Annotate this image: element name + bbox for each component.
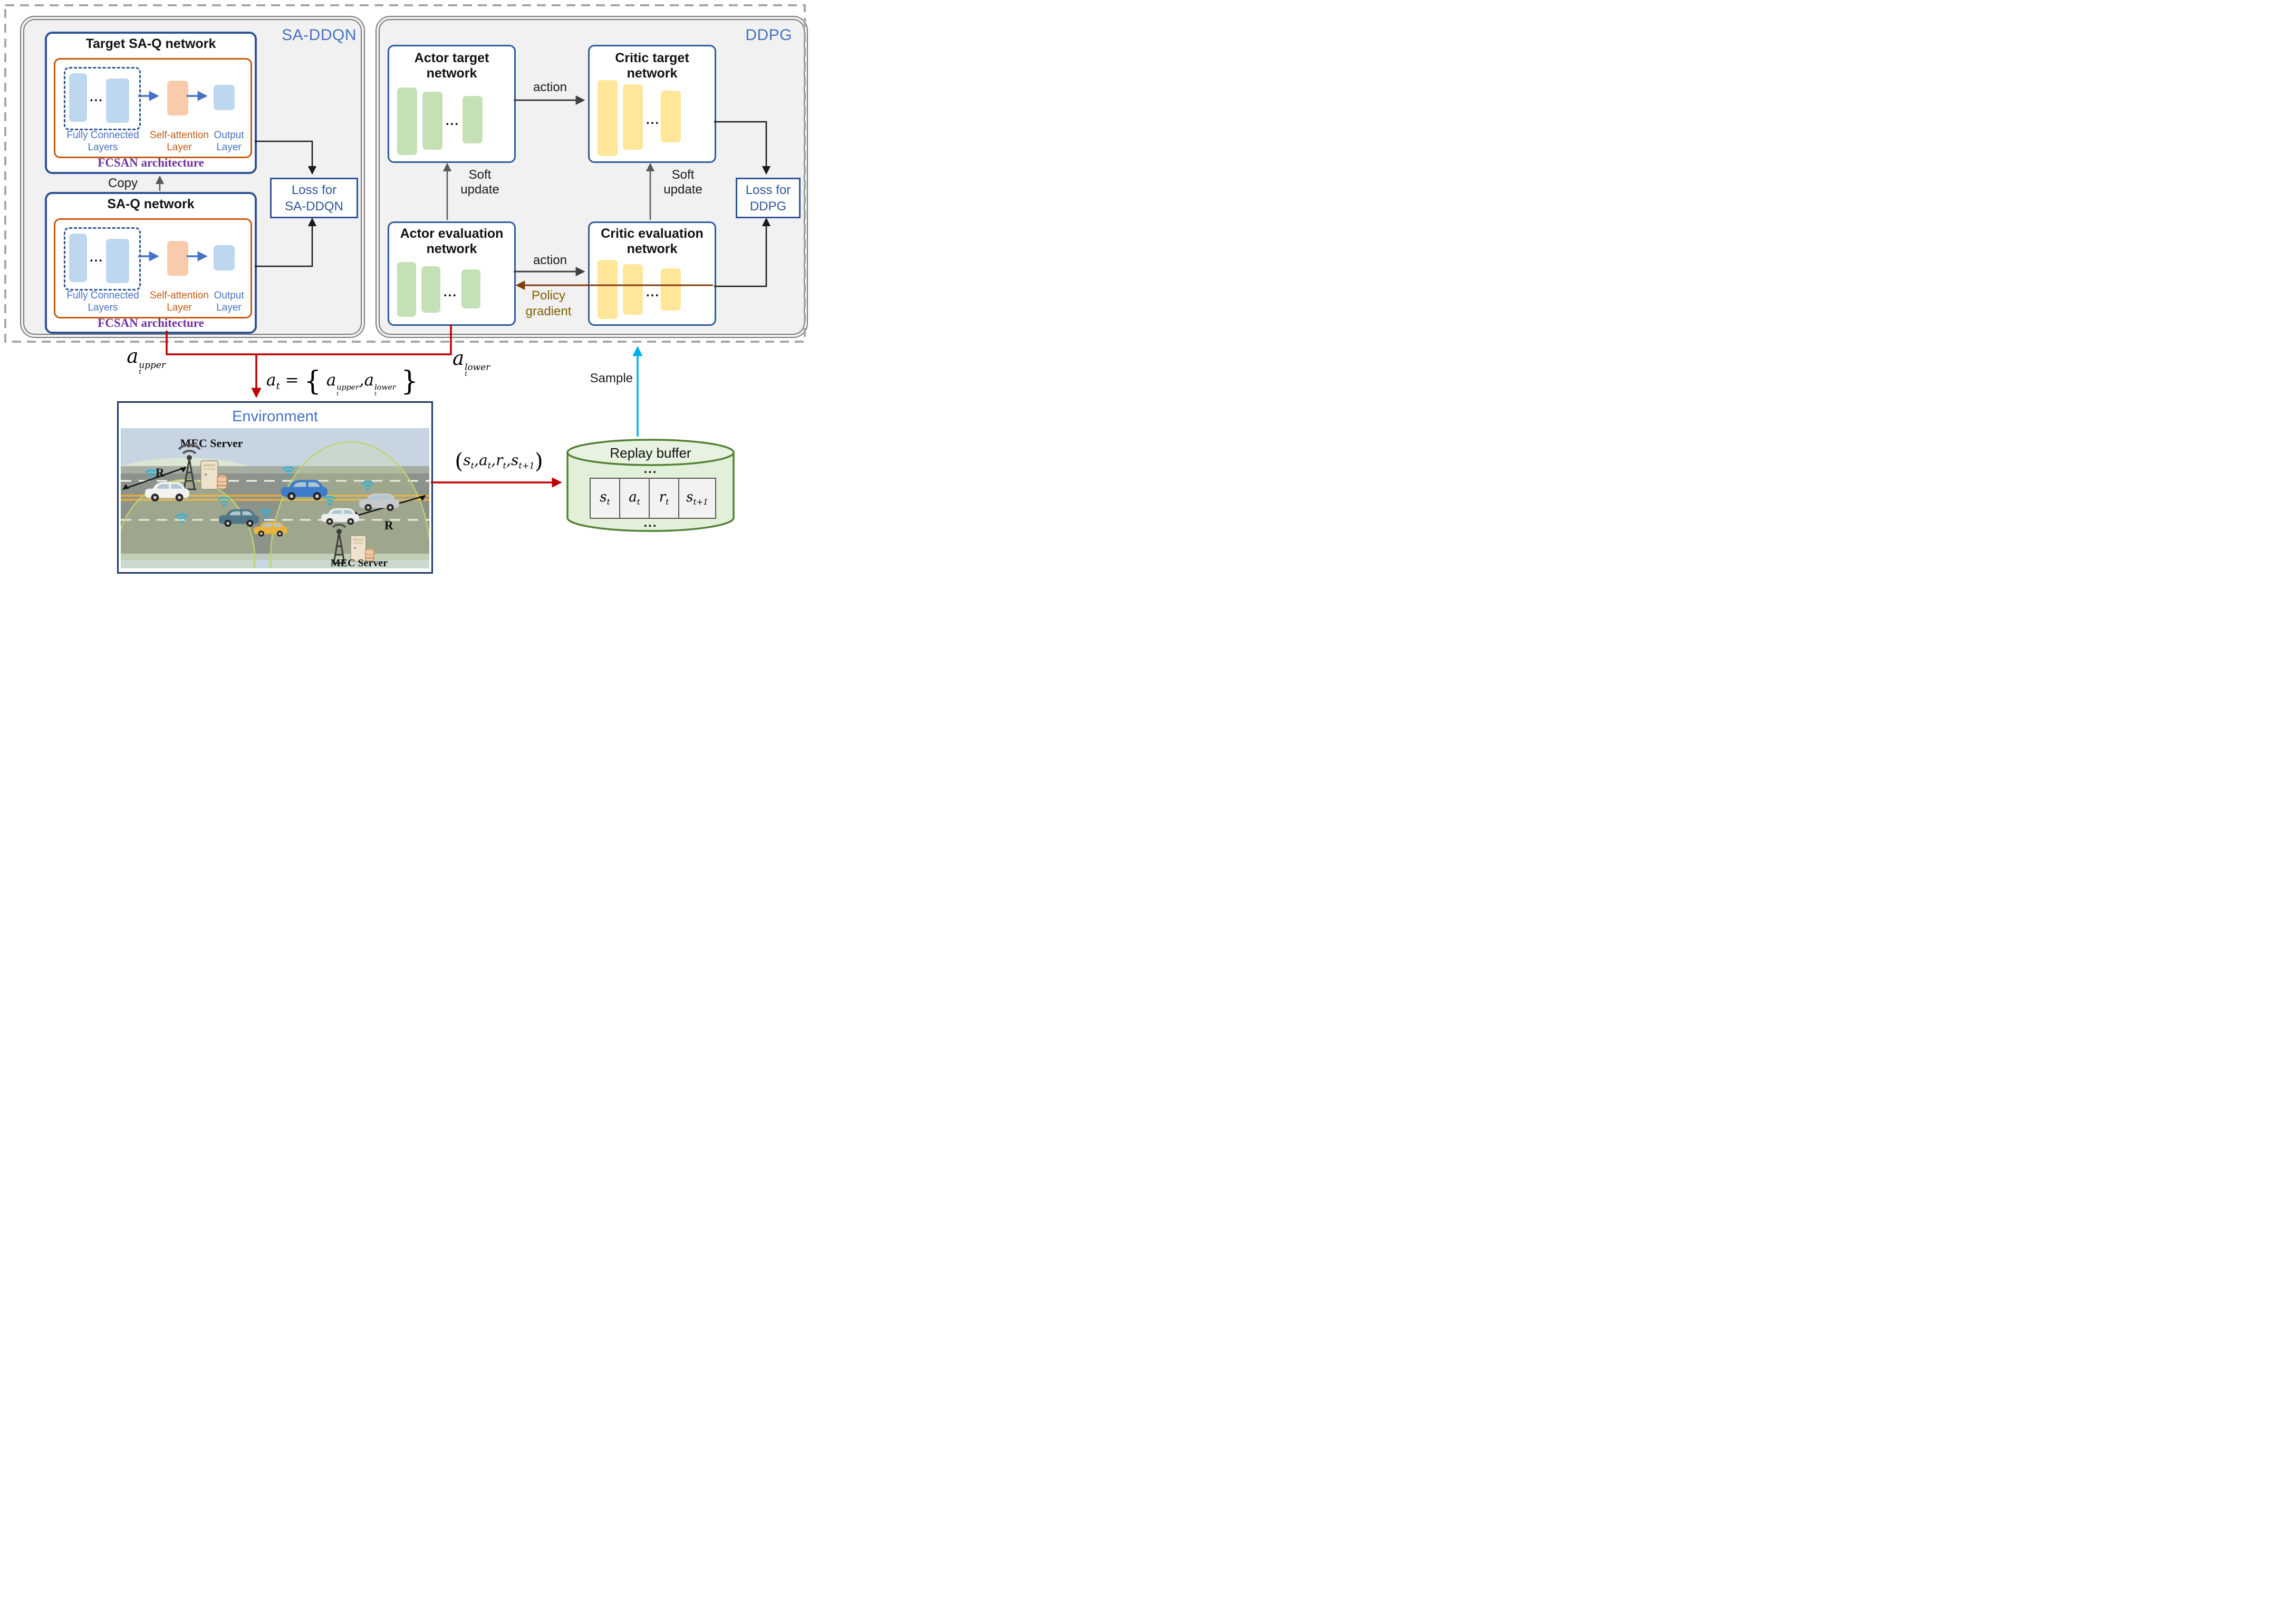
coverage-area: [269, 441, 429, 568]
output-layer-bar: [214, 85, 235, 110]
network-layer-bar: [661, 268, 681, 311]
self-attention-label: Self-attention Layer: [150, 290, 209, 313]
transition-cell: rt: [649, 478, 679, 519]
layer-dots: ...: [646, 113, 660, 127]
actor-eval-title: Actor evaluation network: [400, 226, 504, 256]
transition-tuple-label: (st,at,rt,st+1): [455, 448, 543, 473]
network-layer-bar: [623, 84, 643, 150]
fcsan-architecture-label: FCSAN architecture: [98, 156, 204, 169]
layer-dots: ...: [89, 250, 103, 265]
critic-target-title: Critic target network: [615, 51, 689, 81]
transition-cell: st: [590, 478, 620, 519]
fcsan-box: ... Fully Connected Layers Self-attentio…: [54, 58, 252, 158]
network-layer-bar: [397, 262, 416, 317]
network-layer-bar: [598, 260, 618, 319]
replay-buffer-title: Replay buffer: [610, 445, 691, 461]
fcsan-architecture-label: FCSAN architecture: [98, 316, 204, 330]
network-layer-bar: [422, 92, 442, 150]
mec-server-label: MEC Server: [180, 437, 243, 450]
network-layer-bar: [598, 80, 618, 156]
network-layer-bar: [461, 269, 480, 308]
action-label-top: action: [533, 80, 567, 94]
water-strip: [121, 560, 429, 568]
network-layer-bar: [623, 264, 643, 315]
mec-server-label: MEC Server: [331, 557, 388, 568]
environment-title: Environment: [232, 408, 318, 425]
actor-target-title: Actor target network: [414, 51, 489, 81]
layer-dots: ...: [445, 114, 459, 128]
radius-label: R: [384, 519, 393, 532]
figure-page: SA-DDQN Target SA-Q network ... Fully Co…: [0, 0, 815, 577]
fc-layer-bar: [106, 239, 129, 283]
fc-layer-bar: [69, 234, 87, 282]
road-shoulder: [121, 466, 429, 473]
ddpg-panel-label: DDPG: [745, 26, 792, 44]
actor-target-network-box: Actor target network ...: [388, 45, 516, 163]
loss-ddpg-box: Loss for DDPG: [736, 178, 801, 218]
output-layer-label: Output Layer: [214, 130, 244, 153]
actor-evaluation-network-box: Actor evaluation network ...: [388, 221, 516, 326]
soft-update-label-critic: Soft update: [663, 168, 702, 197]
self-attention-bar: [167, 81, 188, 115]
layer-dots: ...: [646, 285, 660, 299]
transition-cell: at: [619, 478, 650, 519]
sa-q-network-box: SA-Q network ... Fully Connected Layers …: [45, 192, 257, 334]
environment-scene: MEC Server R R MEC Server: [121, 428, 429, 568]
critic-eval-title: Critic evaluation network: [601, 226, 704, 256]
layer-dots: ...: [443, 285, 457, 299]
policy-gradient-label: Policy gradient: [525, 288, 572, 318]
replay-dots: ...: [643, 516, 658, 530]
fc-layer-bar: [69, 73, 87, 122]
copy-label: Copy: [108, 176, 138, 190]
replay-buffer: Replay buffer ... st at rt st+1 ...: [565, 438, 736, 534]
sa-q-title: SA-Q network: [107, 197, 195, 211]
loss-sa-ddqn-box: Loss for SA-DDQN: [270, 178, 358, 218]
transition-cell: st+1: [678, 478, 716, 519]
target-sa-q-title: Target SA-Q network: [85, 36, 216, 51]
sample-label: Sample: [590, 371, 633, 385]
radius-label: R: [156, 466, 165, 479]
target-sa-q-network-box: Target SA-Q network ... Fully Connected …: [45, 32, 257, 174]
network-layer-bar: [421, 266, 440, 313]
output-layer-label: Output Layer: [214, 290, 244, 313]
self-attention-label: Self-attention Layer: [150, 130, 209, 153]
output-layer-bar: [214, 245, 235, 270]
soft-update-label-actor: Soft update: [460, 168, 499, 197]
fcsan-box: ... Fully Connected Layers Self-attentio…: [54, 218, 252, 318]
fully-connected-label: Fully Connected Layers: [66, 130, 139, 153]
radius-arrow: [122, 466, 187, 490]
transition-row: st at rt st+1: [590, 478, 716, 519]
environment-box: Environment: [117, 401, 433, 574]
fully-connected-label: Fully Connected Layers: [66, 290, 139, 313]
fc-layer-bar: [106, 79, 129, 123]
network-layer-bar: [463, 96, 483, 143]
sa-ddqn-panel-label: SA-DDQN: [282, 26, 357, 44]
critic-evaluation-network-box: Critic evaluation network ...: [588, 221, 716, 326]
critic-target-network-box: Critic target network ...: [588, 45, 716, 163]
network-layer-bar: [397, 88, 417, 155]
layer-dots: ...: [89, 90, 103, 104]
self-attention-bar: [167, 241, 188, 276]
action-label-bottom: action: [533, 253, 567, 267]
replay-dots: ...: [643, 462, 658, 476]
network-layer-bar: [661, 91, 681, 142]
